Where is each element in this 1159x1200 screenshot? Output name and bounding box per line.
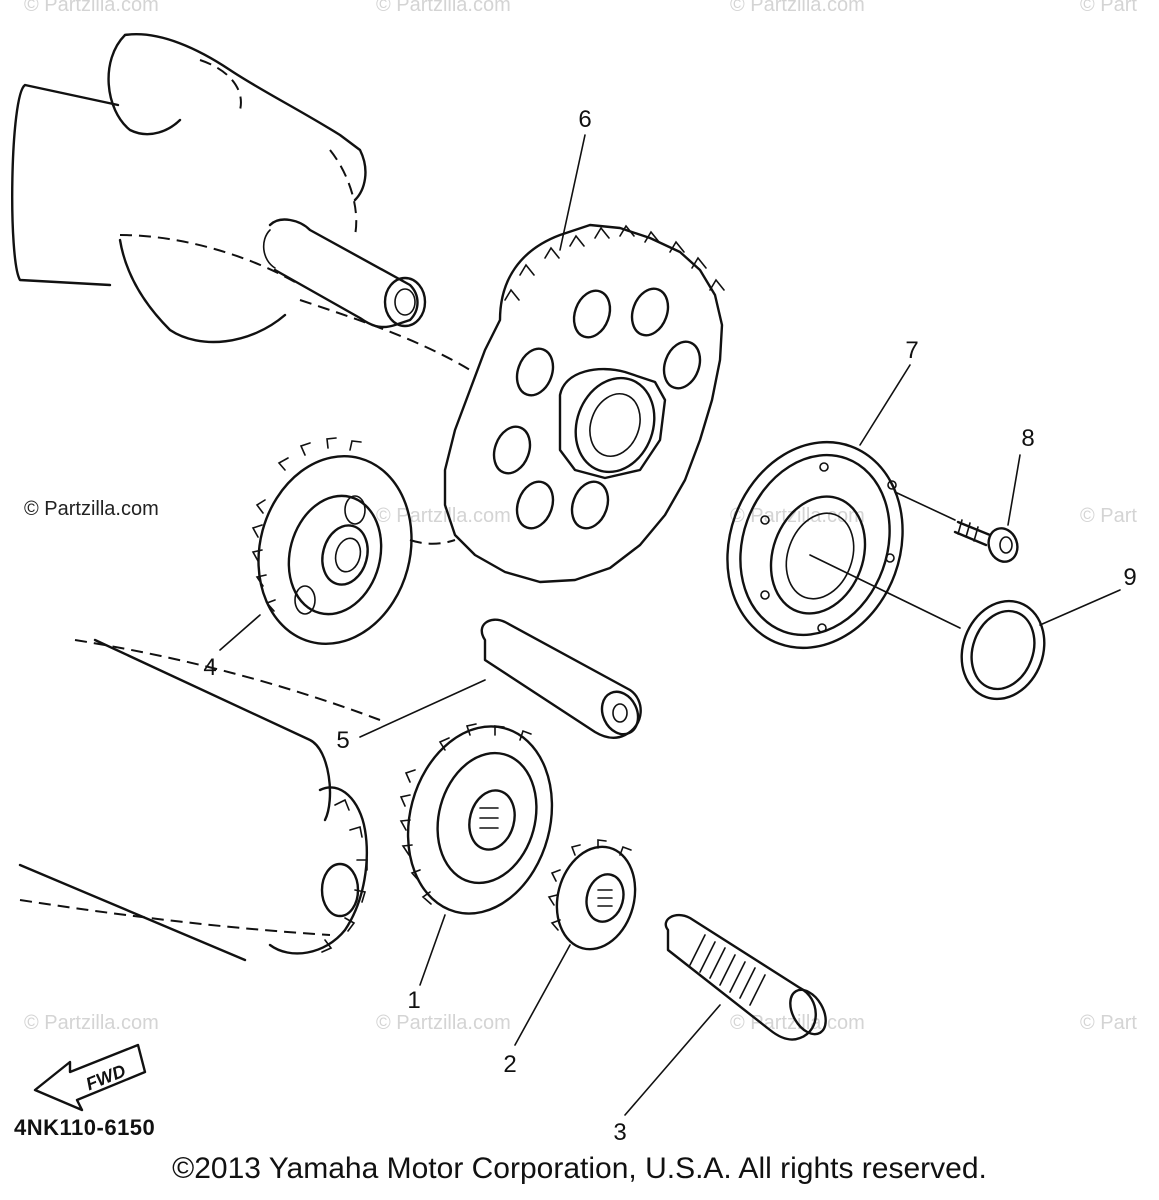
watermark-top-1: © Partzilla.com xyxy=(24,0,159,16)
watermark-top-3: © Partzilla.com xyxy=(730,0,865,16)
bolt xyxy=(953,519,1019,563)
callout-8: 8 xyxy=(1021,425,1034,452)
watermark-mid-4: © Part xyxy=(1080,505,1137,527)
idler-shaft xyxy=(480,618,642,740)
watermark-mid-left: © Partzilla.com xyxy=(24,498,159,520)
assembly-axis-lines xyxy=(19,299,471,936)
watermark-mid-3: © Partzilla.com xyxy=(730,505,865,527)
callout-9: 9 xyxy=(1123,564,1136,591)
callout-1: 1 xyxy=(407,987,420,1014)
callout-5: 5 xyxy=(336,727,349,754)
crankshaft-outline xyxy=(11,33,427,344)
callout-6: 6 xyxy=(578,106,591,133)
callout-2: 2 xyxy=(503,1051,516,1078)
small-drive-gear xyxy=(547,839,637,951)
starter-motor-shaft xyxy=(18,638,368,962)
copyright-notice: ©2013 Yamaha Motor Corporation, U.S.A. A… xyxy=(172,1152,987,1185)
idler-gear xyxy=(251,437,413,645)
watermark-top-4: © Part xyxy=(1080,0,1137,16)
one-way-clutch-plate xyxy=(726,440,904,650)
primary-drive-gear xyxy=(399,723,554,915)
splined-shaft xyxy=(664,913,827,1041)
watermark-top-2: © Partzilla.com xyxy=(376,0,511,16)
callout-7: 7 xyxy=(905,337,918,364)
fwd-arrow-icon: FWD xyxy=(33,1043,147,1112)
watermark-bot-4: © Part xyxy=(1080,1012,1137,1034)
washer xyxy=(960,599,1046,701)
callout-4: 4 xyxy=(203,654,216,681)
watermark-bot-1: © Partzilla.com xyxy=(24,1012,159,1034)
callout-3: 3 xyxy=(613,1119,626,1146)
watermark-bot-2: © Partzilla.com xyxy=(376,1012,511,1034)
starter-wheel-gear xyxy=(443,223,725,584)
diagram-code: 4NK110-6150 xyxy=(14,1115,156,1140)
leader-lines xyxy=(219,134,1121,1116)
